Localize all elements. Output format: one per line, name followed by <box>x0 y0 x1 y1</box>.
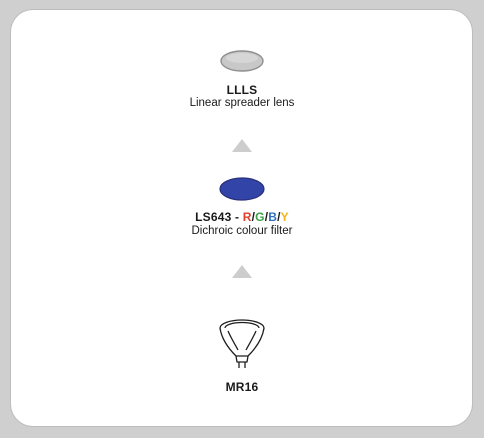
variant-red: R <box>242 210 252 224</box>
colour-filter-icon <box>219 177 265 201</box>
variant-green: G <box>255 210 265 224</box>
spreader-lens-description: Linear spreader lens <box>189 97 295 109</box>
mr16-lamp-icon <box>219 319 265 368</box>
arrow-up-icon <box>232 265 252 278</box>
spreader-lens-highlight <box>226 53 258 63</box>
variant-separator: / <box>277 210 281 224</box>
arrow-up-icon <box>232 139 252 152</box>
variant-yellow: Y <box>280 210 289 224</box>
variant-separator: / <box>251 210 256 224</box>
variant-separator: / <box>264 210 269 224</box>
colour-filter-code-prefix: LS643 - <box>195 210 243 224</box>
colour-filter-code: LS643 - R/G/B/Y <box>0 210 484 224</box>
lamp-code: MR16 <box>225 380 259 394</box>
colour-filter-description: Dichroic colour filter <box>191 225 293 237</box>
variant-blue: B <box>268 210 278 224</box>
spreader-lens-code: LLLS <box>226 83 258 97</box>
diagram-panel <box>11 10 472 426</box>
